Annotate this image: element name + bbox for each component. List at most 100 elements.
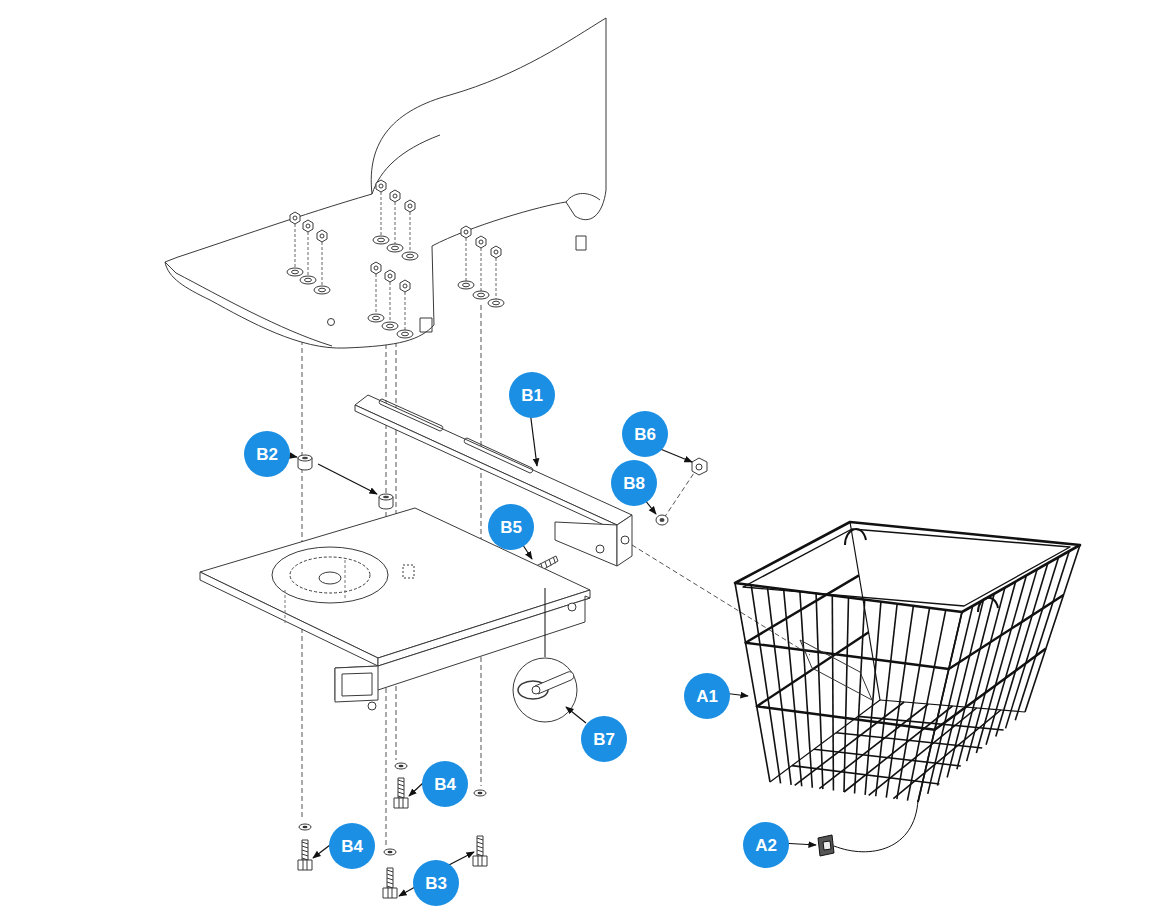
swivel-hidden-line: [285, 560, 345, 625]
washer: [399, 765, 404, 767]
callout-number: B6: [622, 411, 668, 457]
bolt-thread: [387, 882, 393, 884]
seat-bar-edge: [355, 405, 617, 531]
bolt-thread: [477, 842, 483, 844]
callout-number: B5: [488, 504, 534, 550]
bolt-head: [399, 798, 403, 808]
bolt-thread: [387, 878, 393, 880]
mounting-hole: [392, 246, 399, 250]
leader-line: [566, 707, 586, 723]
detail-leader: [545, 588, 546, 657]
bolt-thread: [302, 842, 308, 844]
leader-line: [530, 411, 537, 466]
mounting-hole: [493, 301, 500, 305]
callout-number: B8: [611, 460, 657, 506]
bolt-thread: [545, 562, 547, 568]
bolt-shank: [398, 778, 404, 798]
spacer: [379, 494, 393, 500]
hex-nut: [476, 236, 486, 248]
basket-wire: [832, 595, 833, 790]
basket-hook: [845, 529, 866, 545]
basket-floor-wire: [836, 733, 982, 748]
mounting-hole: [458, 281, 474, 289]
hex-nut: [290, 212, 300, 224]
basket-band: [757, 632, 1046, 729]
bolt-thread: [302, 850, 308, 852]
basket-floor-wire: [893, 710, 1001, 799]
tube-hole: [596, 545, 604, 553]
callout-number: B7: [581, 716, 627, 762]
bolt-head: [383, 888, 397, 898]
basket-wire: [967, 582, 1016, 762]
basket-wire: [855, 600, 865, 794]
hex-nut: [393, 194, 397, 198]
hex-nut: [479, 240, 483, 244]
basket-back-edge: [880, 700, 1025, 712]
bolt-thread: [302, 846, 308, 848]
basket-rim: [743, 529, 1070, 606]
mounting-hole: [373, 236, 389, 244]
hardware-dash: [390, 282, 391, 322]
bolt-thread: [398, 792, 404, 794]
hex-nut: [494, 250, 498, 254]
hex-nut: [371, 262, 381, 274]
basket-wire: [976, 575, 1026, 752]
washer: [299, 824, 311, 830]
spacer: [383, 496, 389, 499]
basket-floor-wire: [792, 766, 939, 784]
hex-nut: [303, 220, 313, 232]
hex-nut: [405, 200, 415, 212]
bolt-thread: [387, 870, 393, 872]
hardware-dash: [295, 224, 296, 268]
mounting-hole: [397, 330, 413, 338]
leader-line: [313, 845, 330, 858]
washer: [303, 826, 308, 828]
hex-nut: [379, 184, 383, 188]
callout-number: B2: [244, 431, 290, 477]
mounting-hole: [488, 299, 504, 307]
mounting-hole: [463, 283, 470, 287]
assembly-dash-line: [632, 545, 810, 655]
hardware-dash: [481, 248, 482, 291]
tag-wire: [834, 800, 918, 852]
washer: [388, 851, 393, 853]
hex-nut: [385, 270, 395, 282]
washer: [478, 792, 483, 794]
hardware-dash: [381, 192, 382, 236]
basket-floor-wire: [814, 749, 961, 766]
leader-line: [409, 783, 423, 796]
base-plate-edge: [200, 572, 378, 666]
hex-nut: [374, 266, 378, 270]
callout-number: B3: [413, 860, 459, 906]
mounting-hole: [402, 332, 409, 336]
mounting-hole: [368, 314, 384, 322]
mounting-hole: [319, 288, 326, 292]
mounting-hole: [378, 238, 385, 242]
mounting-hole: [402, 252, 418, 260]
bolt-shank: [302, 840, 308, 860]
seat-hole: [328, 319, 335, 326]
tube-hole: [568, 603, 576, 611]
base-tube-end: [335, 666, 378, 702]
callout-number: B4: [422, 761, 468, 807]
tag: [823, 841, 831, 850]
bolt-thread: [398, 784, 404, 786]
basket-back-edge: [770, 522, 880, 782]
callout-number: B1: [509, 372, 555, 418]
base-slot: [403, 565, 414, 578]
pin-body: [535, 672, 574, 694]
basket-wire: [986, 569, 1037, 744]
hex-nut: [376, 180, 386, 192]
bolt-head: [394, 798, 408, 808]
bolt-thread: [398, 788, 404, 790]
hex-nut: [696, 464, 702, 470]
mounting-hole: [473, 291, 489, 299]
swivel-ring: [290, 557, 370, 593]
mounting-hole: [387, 244, 403, 252]
pin-head: [532, 686, 540, 694]
basket-hook: [978, 598, 998, 612]
basket-rim: [735, 522, 1080, 612]
bar-slot: [464, 438, 533, 473]
tube-hole: [621, 536, 629, 544]
base-tube-end: [342, 673, 372, 696]
